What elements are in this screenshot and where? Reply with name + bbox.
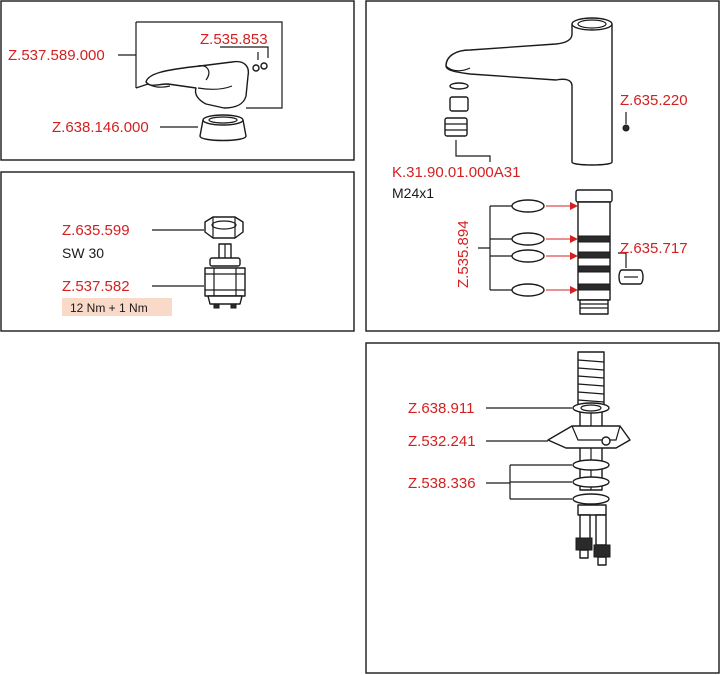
seal-set-leader [486,464,572,500]
lever-assembly-leader [118,21,283,109]
aerator-thread-note: M24x1 [392,185,434,201]
washer-code: Z.638.911 [408,400,474,417]
o-rings-drawing [511,199,545,297]
panel-lever-frame [0,0,355,161]
nut-code: Z.635.599 [62,222,130,239]
torque-value: 12 Nm + 1 Nm [70,301,148,315]
screws-drawing [252,62,268,72]
nut-size-note: SW 30 [62,245,104,261]
aerator-code: K.31.90.01.000A31 [392,164,520,181]
lever-handle-drawing [145,60,250,109]
clip-drawing [618,269,644,285]
cartridge-drawing [204,243,246,309]
hex-nut-drawing [204,216,244,239]
bracket-drawing [547,425,631,449]
torque-highlight [62,298,172,316]
o-ring-arrows [546,202,578,294]
seal-set-code: Z.538.336 [408,475,476,492]
seals-drawing [572,459,610,505]
screws-leader [220,46,269,60]
cartridge-code: Z.537.582 [62,278,130,295]
o-ring-set-leader [478,205,512,291]
screws-code: Z.535.853 [200,31,268,48]
o-ring-set-code: Z.535.894 [455,220,472,288]
panel-mounting-frame [365,342,720,674]
grub-screw-code: Z.635.220 [620,92,688,109]
panel-cartridge-frame [0,171,355,332]
cover-ring-code: Z.638.146.000 [52,119,149,136]
lever-assembly-code: Z.537.589.000 [8,47,105,64]
panel-spout-frame [365,0,720,332]
clip-leader [618,252,627,268]
bracket-code: Z.532.241 [408,433,476,450]
hoses-drawing [575,504,611,566]
cartridge-body-drawing [575,189,613,315]
aerator-drawing [444,82,491,162]
spout-body-drawing [445,17,613,166]
grub-screw-drawing [622,112,630,132]
cover-ring-drawing [199,114,247,142]
clip-code: Z.635.717 [620,240,688,257]
washer-drawing [572,402,610,414]
